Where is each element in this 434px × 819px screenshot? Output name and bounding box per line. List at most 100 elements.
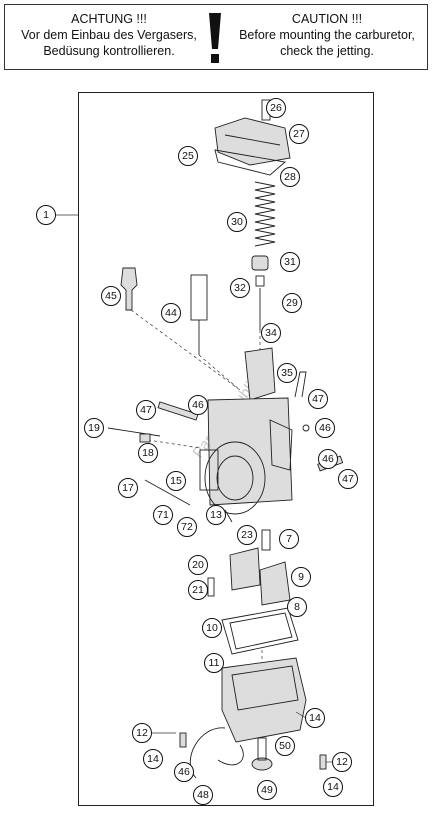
caution-english-title: CAUTION !!! <box>291 12 363 26</box>
callout-47-upper-left: 47 <box>136 400 156 420</box>
svg-text:47: 47 <box>342 473 354 485</box>
callout-47-lower-right: 47 <box>338 469 358 489</box>
svg-text:11: 11 <box>209 657 220 669</box>
svg-text:49: 49 <box>261 784 273 796</box>
callout-12-left: 12 <box>132 723 152 743</box>
callout-18: 18 <box>138 443 158 463</box>
callout-50: 50 <box>275 736 295 756</box>
caution-english: CAUTION !!! Before mounting the carburet… <box>227 11 427 59</box>
svg-text:30: 30 <box>231 216 243 228</box>
callout-11: 11 <box>204 653 224 673</box>
adjuster-screws <box>107 427 233 523</box>
svg-text:8: 8 <box>294 601 300 613</box>
callout-7: 7 <box>279 529 299 549</box>
callout-14-right: 14 <box>305 708 325 728</box>
float-bowl-gasket <box>221 607 299 655</box>
callout-17: 17 <box>118 478 138 498</box>
svg-text:21: 21 <box>192 584 204 596</box>
callout-49: 49 <box>257 780 277 800</box>
svg-text:47: 47 <box>140 404 152 416</box>
callout-21: 21 <box>188 580 208 600</box>
callout-28: 28 <box>280 167 300 187</box>
svg-text:50: 50 <box>279 740 291 752</box>
callout-44: 44 <box>161 303 181 323</box>
callout-15: 15 <box>166 471 186 491</box>
svg-text:29: 29 <box>286 297 298 309</box>
svg-text:71: 71 <box>157 509 169 521</box>
svg-text:44: 44 <box>165 307 177 319</box>
assembly-frame <box>78 92 374 806</box>
needle-jet <box>190 274 208 355</box>
carburetor-top-cap <box>214 99 291 176</box>
svg-text:46: 46 <box>322 453 334 465</box>
callout-8: 8 <box>287 597 307 617</box>
callout-10: 10 <box>202 618 222 638</box>
callout-47-upper-right: 47 <box>308 389 328 409</box>
exclamation-icon <box>209 13 221 63</box>
svg-text:9: 9 <box>298 571 304 583</box>
svg-text:47: 47 <box>312 393 324 405</box>
svg-text:14: 14 <box>327 781 339 793</box>
callout-26: 26 <box>266 98 286 118</box>
callout-23: 23 <box>237 525 257 545</box>
svg-text:17: 17 <box>122 482 134 494</box>
svg-text:34: 34 <box>265 327 277 339</box>
callout-72: 72 <box>177 517 197 537</box>
caution-english-line2: check the jetting. <box>280 44 374 58</box>
float-bowl <box>221 657 307 743</box>
svg-text:26: 26 <box>270 102 282 114</box>
callout-46-center: 46 <box>188 395 208 415</box>
svg-text:1: 1 <box>43 209 49 221</box>
caution-box: ACHTUNG !!! Vor dem Einbau des Vergasers… <box>4 4 428 70</box>
svg-text:14: 14 <box>147 753 159 765</box>
svg-text:31: 31 <box>284 256 296 268</box>
jet-parts <box>207 529 271 597</box>
caution-english-line1: Before mounting the carburetor, <box>239 28 415 42</box>
svg-text:72: 72 <box>181 521 193 533</box>
svg-text:32: 32 <box>234 282 246 294</box>
callout-46-lower-left: 46 <box>174 762 194 782</box>
svg-text:23: 23 <box>241 529 253 541</box>
svg-text:46: 46 <box>192 399 204 411</box>
callout-71: 71 <box>153 505 173 525</box>
drain-hose <box>179 727 327 779</box>
svg-text:28: 28 <box>284 171 296 183</box>
callout-34: 34 <box>261 323 281 343</box>
callout-13: 13 <box>206 505 226 525</box>
callout-25: 25 <box>178 146 198 166</box>
carburetor-body <box>199 397 293 515</box>
callout-29: 29 <box>282 293 302 313</box>
svg-text:27: 27 <box>293 128 305 140</box>
callout-19: 19 <box>84 418 104 438</box>
svg-text:25: 25 <box>182 150 194 162</box>
callout-30: 30 <box>227 212 247 232</box>
svg-text:7: 7 <box>286 533 292 545</box>
callout-20: 20 <box>188 555 208 575</box>
svg-text:48: 48 <box>197 789 209 801</box>
callout-12-right: 12 <box>332 752 352 772</box>
caution-german: ACHTUNG !!! Vor dem Einbau des Vergasers… <box>11 11 207 59</box>
caution-german-line1: Vor dem Einbau des Vergasers, <box>21 28 197 42</box>
callout-9: 9 <box>291 567 311 587</box>
callout-46-lower-right: 46 <box>318 449 338 469</box>
callout-27: 27 <box>289 124 309 144</box>
svg-text:35: 35 <box>281 367 293 379</box>
callout-14-lower-right: 14 <box>323 777 343 797</box>
throttle-spring <box>254 181 276 247</box>
float <box>229 547 291 606</box>
caution-german-line2: Bedüsung kontrollieren. <box>43 44 175 58</box>
callout-32: 32 <box>230 278 250 298</box>
svg-text:13: 13 <box>210 509 222 521</box>
svg-text:19: 19 <box>88 422 100 434</box>
callout-48: 48 <box>193 785 213 805</box>
svg-text:20: 20 <box>192 559 204 571</box>
svg-text:46: 46 <box>319 422 331 434</box>
callout-35: 35 <box>277 363 297 383</box>
callout-45: 45 <box>101 286 121 306</box>
caution-german-title: ACHTUNG !!! <box>71 12 147 26</box>
callout-46-right: 46 <box>315 418 335 438</box>
svg-text:10: 10 <box>206 622 218 634</box>
choke-plunger <box>120 267 138 311</box>
needle-assembly <box>251 255 269 330</box>
